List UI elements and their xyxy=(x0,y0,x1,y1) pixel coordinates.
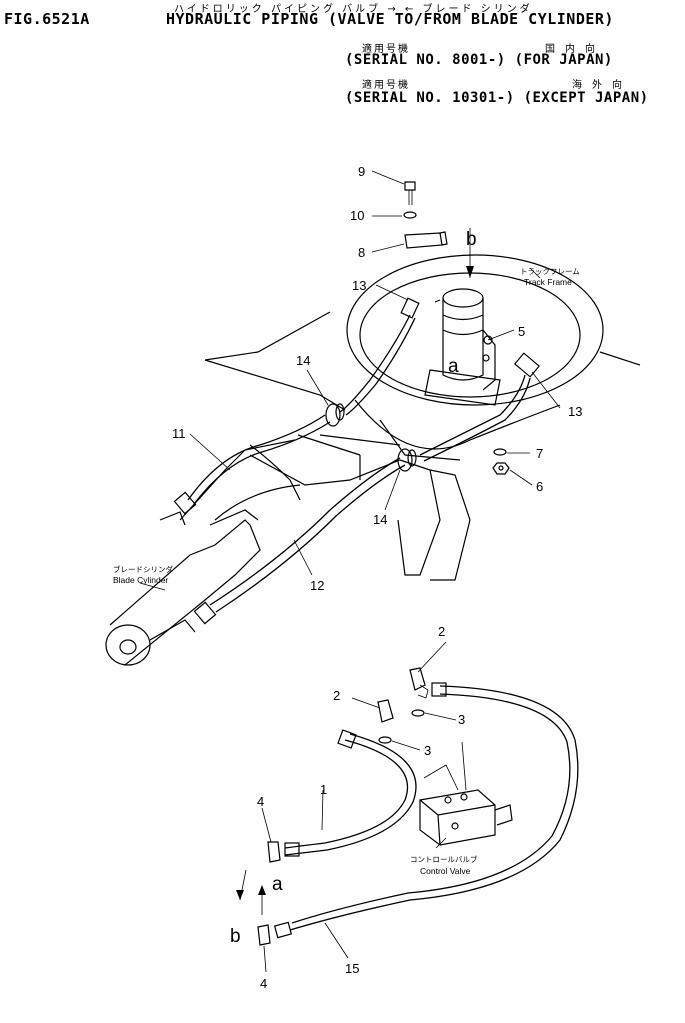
callout-3-right: 3 xyxy=(458,712,465,727)
blade-cylinder-label-jp: ブレードシリンダ xyxy=(113,564,173,574)
label-a-bottom: a xyxy=(272,874,283,895)
control-valve-label-jp: コントロールバルブ xyxy=(410,854,478,864)
hose-13-left xyxy=(339,297,420,416)
region-label-jp-1: 国内向 xyxy=(545,44,605,55)
callout-5: 5 xyxy=(518,324,525,339)
arrow-heads xyxy=(236,266,474,900)
o-ring-3-left xyxy=(378,736,392,744)
label-a-top: a xyxy=(448,356,459,377)
clamp-14-lower xyxy=(397,448,417,472)
callout-6: 6 xyxy=(536,479,543,494)
track-frame-label-jp: トラックフレーム xyxy=(520,267,580,276)
track-frame xyxy=(204,254,641,461)
applicability-label-jp-1: 適用号機 xyxy=(362,44,410,55)
elbow-2-right xyxy=(409,667,429,699)
hose-11 xyxy=(173,414,331,515)
label-b-top: b xyxy=(466,229,477,250)
callout-2-left: 2 xyxy=(333,688,340,703)
applicability-label-jp-2: 適用号機 xyxy=(362,80,410,91)
callout-7: 7 xyxy=(536,446,543,461)
callout-12: 12 xyxy=(310,578,324,593)
washer-10 xyxy=(403,211,417,219)
bolt-9 xyxy=(404,181,416,205)
leader-lines xyxy=(139,170,561,973)
callout-3-left: 3 xyxy=(424,743,431,758)
bracket-8 xyxy=(404,231,448,249)
region-label-jp-2: 海外向 xyxy=(572,80,632,91)
track-frame-label: Track Frame xyxy=(524,277,572,287)
callout-13-left: 13 xyxy=(352,278,366,293)
callout-9: 9 xyxy=(358,164,365,179)
elbow-4-lower xyxy=(257,924,271,946)
o-ring-3-right xyxy=(411,709,425,717)
label-b-bottom: b xyxy=(230,926,241,947)
title-japanese: ハイドロリック パイピング バルブ → ← ブレード シリンダ xyxy=(174,4,533,15)
diagram-header: ハイドロリック パイピング バルブ → ← ブレード シリンダ FIG.6521… xyxy=(0,0,685,112)
elbow-2-left xyxy=(377,699,394,723)
blade-cylinder-label: Blade Cylinder xyxy=(113,575,168,585)
hose-12 xyxy=(193,457,406,625)
callout-11: 11 xyxy=(172,426,186,441)
callout-15: 15 xyxy=(345,961,359,976)
blade-frame xyxy=(179,359,471,581)
hose-13-right xyxy=(419,352,541,462)
callout-14-lower: 14 xyxy=(373,512,387,527)
figure-number: FIG.6521A xyxy=(4,10,90,28)
callout-13-right: 13 xyxy=(568,404,582,419)
callout-4-lower: 4 xyxy=(260,976,267,991)
serial-range-export: (SERIAL NO. 10301-) (EXCEPT JAPAN) xyxy=(345,90,649,106)
blade-cylinder xyxy=(105,509,261,666)
callout-10: 10 xyxy=(350,208,364,223)
hose-1 xyxy=(284,729,417,857)
callout-2-right: 2 xyxy=(438,624,445,639)
nut-6 xyxy=(492,462,510,475)
washer-7 xyxy=(493,448,507,456)
figure-title: HYDRAULIC PIPING (VALVE TO/FROM BLADE CY… xyxy=(166,10,614,28)
clamp-14-upper xyxy=(325,403,345,427)
callout-4-upper: 4 xyxy=(257,794,264,809)
callout-1: 1 xyxy=(320,782,327,797)
elbow-4-upper xyxy=(267,841,281,863)
control-valve xyxy=(419,789,513,846)
swivel-joint xyxy=(424,288,501,406)
serial-range-japan: (SERIAL NO. 8001-) (FOR JAPAN) xyxy=(345,52,613,68)
control-valve-label: Control Valve xyxy=(420,866,471,876)
callout-8: 8 xyxy=(358,245,365,260)
callout-14-upper: 14 xyxy=(296,353,310,368)
hose-15 xyxy=(273,682,579,939)
